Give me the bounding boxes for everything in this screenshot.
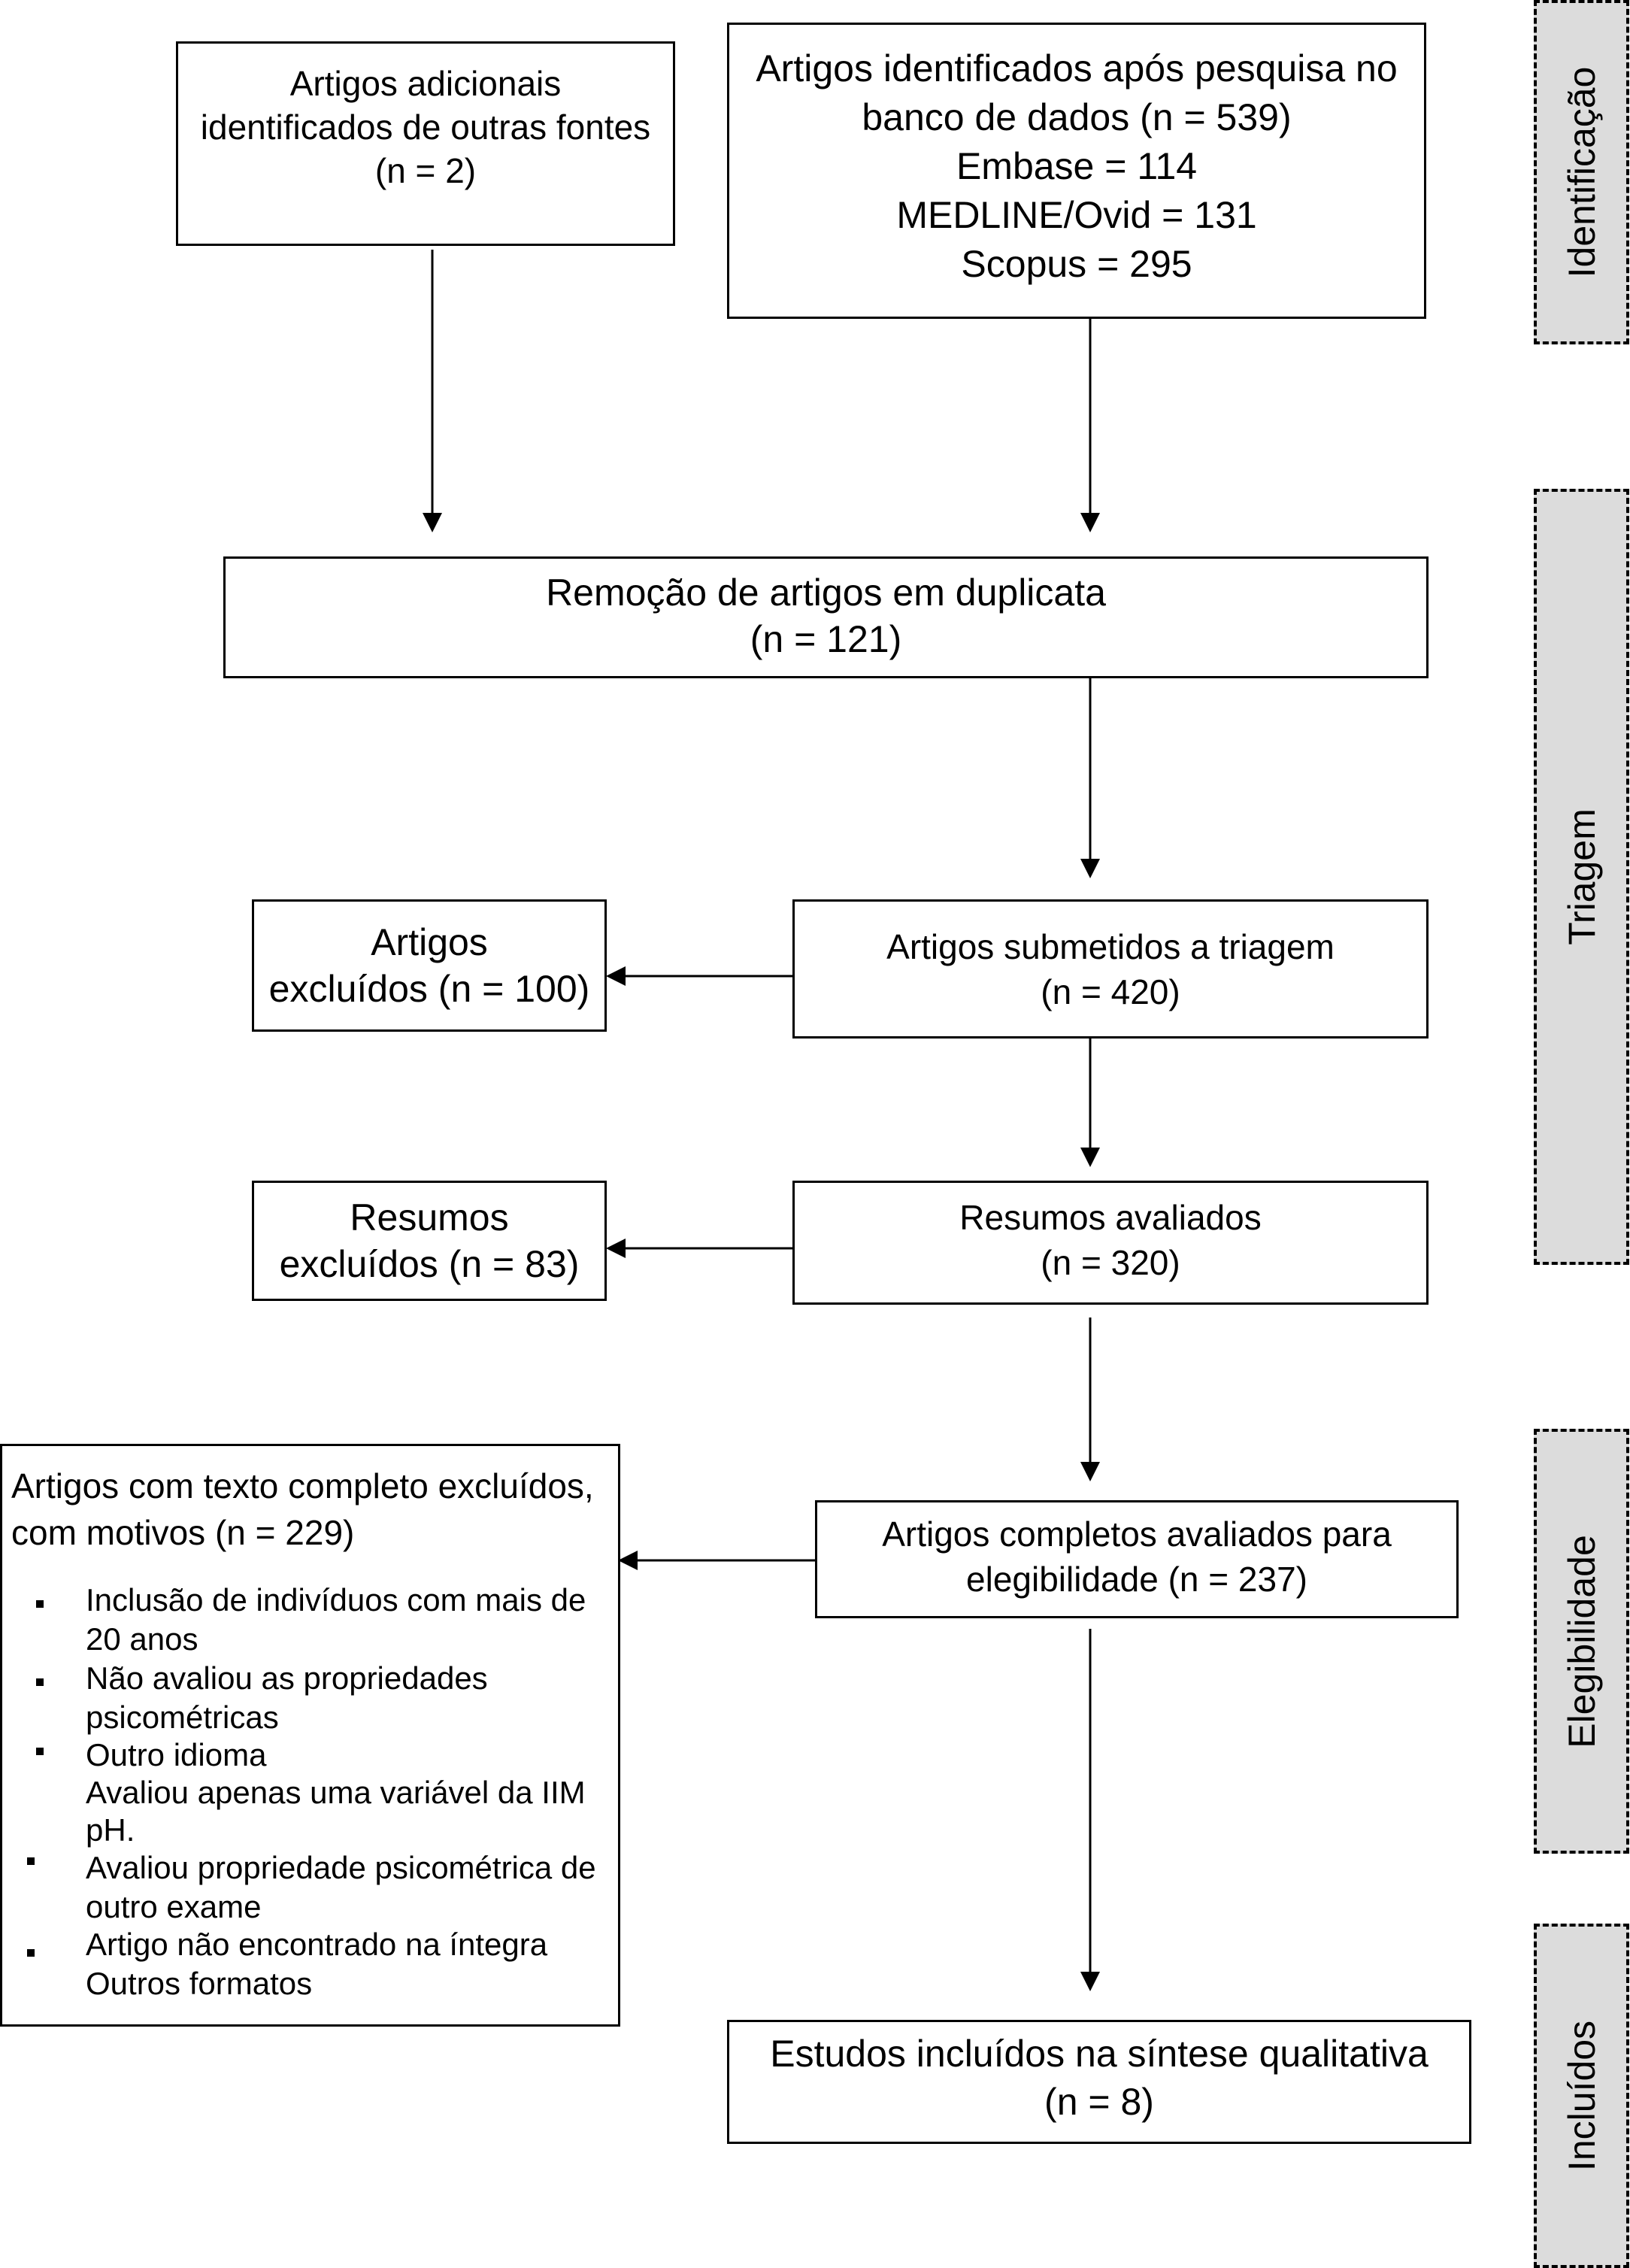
bullet-2: [36, 1678, 44, 1686]
bullet-1: [36, 1600, 44, 1608]
reason-1b: 20 anos: [86, 1621, 198, 1657]
stage-identification-label: Identificação: [1560, 66, 1603, 278]
reason-5: Artigo não encontrado na íntegra: [86, 1927, 548, 1962]
stage-eligibility-label: Elegibilidade: [1560, 1534, 1603, 1748]
stage-screening: Triagem: [1534, 489, 1629, 1265]
identified-line-3: Embase = 114: [956, 145, 1198, 187]
reason-4b: outro exame: [86, 1889, 262, 1924]
fulltext-line-1: Artigos completos avaliados para: [882, 1515, 1392, 1554]
included-studies-box: Estudos incluídos na síntese qualitativa…: [727, 2020, 1471, 2144]
database-identified-box: Artigos identificados após pesquisa no b…: [727, 23, 1426, 319]
screened-line-1: Artigos submetidos a triagem: [886, 926, 1335, 966]
fulltext-excluded-box: Artigos com texto completo excluídos, co…: [0, 1444, 620, 2027]
stage-included-label: Incluídos: [1560, 2020, 1603, 2172]
abstracts-line-2: (n = 320): [1041, 1243, 1180, 1282]
reason-1: Inclusão de indivíduos com mais de: [86, 1582, 586, 1618]
duplicates-line-2: (n = 121): [750, 618, 902, 660]
bullet-5: [27, 1949, 35, 1957]
fulltext-line-2: elegibilidade (n = 237): [966, 1560, 1307, 1599]
additional-line-3: (n = 2): [374, 151, 477, 190]
included-line-2: (n = 8): [1044, 2081, 1154, 2123]
reason-4: Avaliou propriedade psicométrica de: [86, 1850, 596, 1885]
abstracts-line-1: Resumos avaliados: [959, 1198, 1262, 1237]
reason-3b: Avaliou apenas uma variável da IIM: [86, 1775, 586, 1810]
identified-line-2: banco de dados (n = 539): [862, 96, 1292, 138]
bullet-3: [36, 1748, 44, 1755]
excluded-abstracts-box: Resumos excluídos (n = 83): [252, 1181, 607, 1301]
identified-line-4: MEDLINE/Ovid = 131: [896, 194, 1257, 236]
reason-2b: psicométricas: [86, 1699, 279, 1735]
excluded-abstracts-line-2: excluídos (n = 83): [279, 1243, 580, 1285]
stage-included: Incluídos: [1534, 1924, 1629, 2268]
fulltext-assessed-box: Artigos completos avaliados para elegibi…: [815, 1500, 1459, 1618]
additional-sources-box: Artigos adicionais identificados de outr…: [176, 41, 675, 246]
fulltext-excluded-heading-1: Artigos com texto completo excluídos,: [11, 1466, 594, 1505]
identified-line-5: Scopus = 295: [961, 243, 1192, 285]
fulltext-excluded-heading-2: com motivos (n = 229): [11, 1513, 355, 1552]
stage-eligibility: Elegibilidade: [1534, 1429, 1629, 1854]
screened-line-2: (n = 420): [1041, 972, 1180, 1011]
identified-line-1: Artigos identificados após pesquisa no: [756, 47, 1398, 89]
stage-identification: Identificação: [1534, 0, 1629, 344]
excluded-articles-box: Artigos excluídos (n = 100): [252, 899, 607, 1032]
excluded-abstracts-line-1: Resumos: [350, 1196, 509, 1239]
duplicates-removal-box: Remoção de artigos em duplicata (n = 121…: [223, 556, 1429, 678]
duplicates-line-1: Remoção de artigos em duplicata: [546, 572, 1106, 614]
abstracts-reviewed-box: Resumos avaliados (n = 320): [792, 1181, 1429, 1305]
reason-3: Outro idioma: [86, 1737, 267, 1772]
bullet-4: [27, 1857, 35, 1865]
stage-screening-label: Triagem: [1560, 808, 1603, 945]
screened-articles-box: Artigos submetidos a triagem (n = 420): [792, 899, 1429, 1038]
additional-line-2: identificados de outras fontes: [200, 108, 651, 147]
additional-line-1: Artigos adicionais: [289, 64, 562, 103]
reason-2: Não avaliou as propriedades: [86, 1660, 488, 1696]
excluded-articles-line-2: excluídos (n = 100): [268, 968, 590, 1010]
excluded-articles-line-1: Artigos: [371, 921, 488, 963]
reason-3c: pH.: [86, 1812, 135, 1848]
reason-5b: Outros formatos: [86, 1966, 313, 2001]
included-line-1: Estudos incluídos na síntese qualitativa: [770, 2033, 1429, 2075]
